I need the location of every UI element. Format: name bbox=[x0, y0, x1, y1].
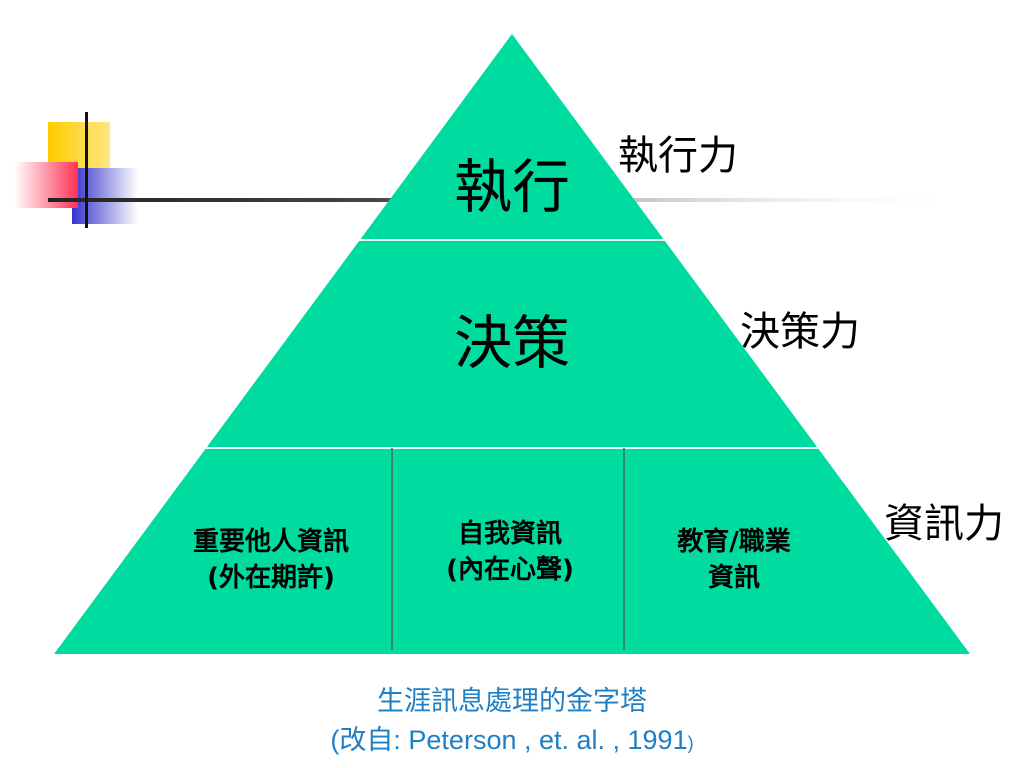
tier-top-label: 執行 bbox=[453, 153, 570, 221]
side-label-information: 資訊力 bbox=[884, 501, 1004, 547]
bottom-cell-self-line1: 自我資訊 bbox=[457, 519, 562, 549]
bottom-cell-education-line1: 教育/職業 bbox=[677, 527, 791, 557]
bottom-cell-self: 自我資訊 (內在心聲) bbox=[400, 516, 620, 588]
caption-source: (改自: Peterson , et. al. , 1991) bbox=[0, 722, 1024, 761]
deco-vertical-line bbox=[85, 112, 88, 228]
bottom-cell-others-line1: 重要他人資訊 bbox=[192, 527, 349, 557]
caption-title: 生涯訊息處理的金字塔 bbox=[377, 686, 647, 717]
bottom-cell-education: 教育/職業 資訊 bbox=[634, 524, 834, 596]
side-label-decision: 決策力 bbox=[740, 309, 860, 355]
caption-source-cn: 改自 bbox=[339, 725, 394, 756]
deco-blue-square bbox=[72, 168, 138, 224]
bottom-cell-others: 重要他人資訊 (外在期許) bbox=[160, 524, 382, 596]
bottom-cell-self-line2: (內在心聲) bbox=[446, 555, 574, 585]
tier-middle-label: 決策 bbox=[453, 309, 570, 377]
bottom-cell-education-line2: 資訊 bbox=[707, 563, 760, 593]
side-label-execution: 執行力 bbox=[618, 133, 738, 179]
bottom-cell-others-line2: (外在期許) bbox=[207, 563, 335, 593]
pyramid-triangle bbox=[54, 34, 970, 654]
caption-source-en: : Peterson , et. al. , 1991 bbox=[393, 725, 688, 755]
caption-open-paren: ( bbox=[330, 725, 340, 755]
caption-close-paren: ) bbox=[687, 733, 694, 753]
